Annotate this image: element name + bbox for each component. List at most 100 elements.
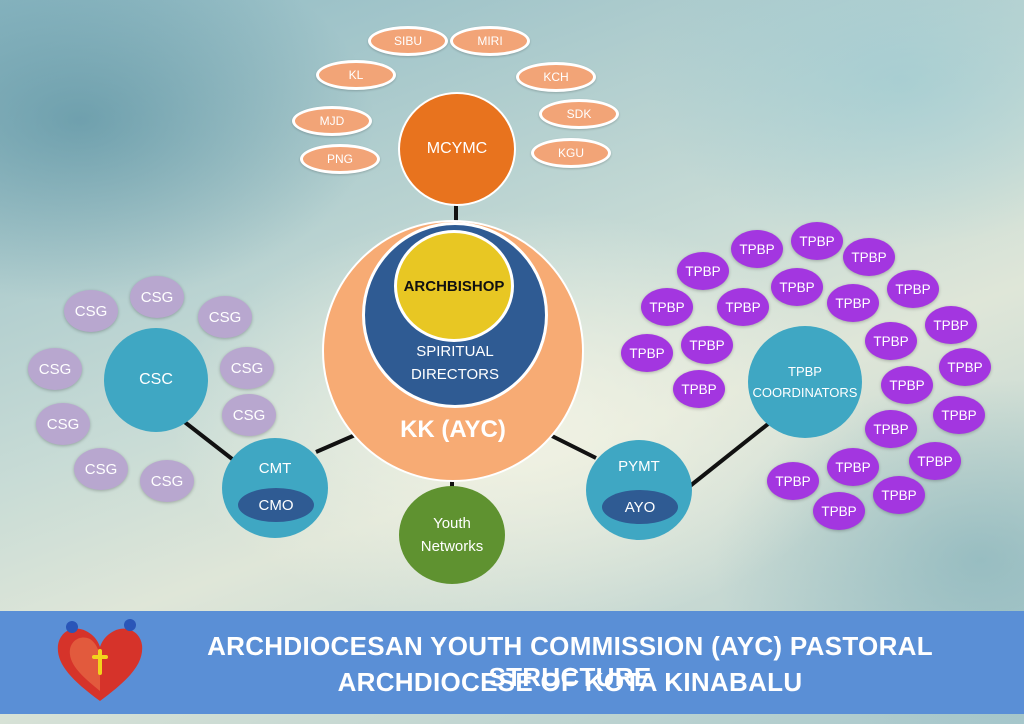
tpbp-node: TPBP [843,238,895,276]
tpbp-node: TPBP [865,322,917,360]
coordinators-line2: COORDINATORS [752,385,858,400]
youth-line1: Youth [433,515,471,532]
tpbp-label: TPBP [821,503,857,519]
tpbp-node: TPBP [767,462,819,500]
csg-label: CSG [230,359,264,377]
diocese-label: PNG [326,152,353,166]
csg-label: CSG [232,406,266,424]
ayc-logo [57,619,143,701]
youth-line2: Networks [420,538,484,555]
csg-node: CSG [130,276,184,318]
connector-pymt-center [543,430,597,460]
mcymc-node: MCYMC [398,92,516,206]
archbishop-label: ARCHBISHOP [403,277,505,295]
diocese-pill: KL [316,60,396,90]
csg-node: CSG [74,448,128,490]
csg-node: CSG [220,347,274,389]
cross-icon [92,649,108,675]
tpbp-label: TPBP [889,377,925,393]
tpbp-label: TPBP [895,281,931,297]
tpbp-label: TPBP [681,381,717,397]
cmt-label: CMT [258,460,292,477]
csg-label: CSG [74,302,108,320]
connector-pymt-coordinators [688,422,770,488]
csg-label: CSG [46,415,80,433]
tpbp-label: TPBP [689,337,725,353]
csg-node: CSG [140,460,194,502]
tpbp-node: TPBP [873,476,925,514]
csg-label: CSG [84,460,118,478]
tpbp-node: TPBP [827,448,879,486]
diocese-label: KCH [543,70,569,84]
tpbp-node: TPBP [827,284,879,322]
diocese-label: SIBU [393,34,422,48]
ayo-label: AYO [624,498,656,516]
diocese-label: KL [348,68,364,82]
footer-title-line1: ARCHDIOCESAN YOUTH COMMISSION (AYC) PAST… [207,631,933,692]
diocese-pill: SIBU [368,26,448,56]
tpbp-node: TPBP [865,410,917,448]
tpbp-label: TPBP [851,249,887,265]
directors-label: DIRECTORS [410,366,500,383]
tpbp-node: TPBP [673,370,725,408]
tpbp-label: TPBP [685,263,721,279]
diocese-pill: MJD [292,106,372,136]
heart-highlight [69,637,100,691]
archbishop-node: ARCHBISHOP [394,230,514,342]
mcymc-label: MCYMC [426,140,488,157]
tpbp-label: TPBP [873,333,909,349]
diocese-pill: PNG [300,144,380,174]
csg-node: CSG [198,296,252,338]
csg-label: CSG [150,472,184,490]
diocese-label: SDK [566,107,592,121]
tpbp-node: TPBP [939,348,991,386]
kk-ayc-label: KK (AYC) [400,416,506,443]
tpbp-label: TPBP [933,317,969,333]
figure-head-left [66,621,78,633]
ayo-node: AYO [602,490,678,524]
cmo-node: CMO [238,488,314,522]
tpbp-label: TPBP [835,459,871,475]
csc-label: CSC [139,371,173,388]
tpbp-label: TPBP [649,299,685,315]
pymt-label: PYMT [618,458,660,475]
footer-title-line2: ARCHDIOCESE OF KOTA KINABALU [337,667,803,697]
tpbp-label: TPBP [629,345,665,361]
tpbp-label: TPBP [779,279,815,295]
tpbp-node: TPBP [677,252,729,290]
coordinators-line1: TPBP [788,364,822,379]
csg-node: CSG [222,394,276,436]
tpbp-node: TPBP [933,396,985,434]
tpbp-label: TPBP [739,241,775,257]
tpbp-node: TPBP [887,270,939,308]
diocese-label: KGU [557,146,584,160]
tpbp-node: TPBP [881,366,933,404]
csg-node: CSG [64,290,118,332]
tpbp-label: TPBP [873,421,909,437]
tpbp-node: TPBP [771,268,823,306]
diocese-pill: KGU [531,138,611,168]
csg-label: CSG [208,308,242,326]
figure-head-right [124,619,136,631]
diocese-pill: MIRI [450,26,530,56]
csg-label: CSG [140,288,174,306]
diocese-pill: SDK [539,99,619,129]
tpbp-label: TPBP [947,359,983,375]
tpbp-label: TPBP [775,473,811,489]
tpbp-node: TPBP [641,288,693,326]
spiritual-label: SPIRITUAL [416,343,494,360]
tpbp-label: TPBP [941,407,977,423]
diocese-label: MJD [319,114,345,128]
csc-node: CSC [104,328,208,432]
csg-node: CSG [36,403,90,445]
csg-node: CSG [28,348,82,390]
connector-csc-cmt [180,418,238,464]
tpbp-coordinators-node: TPBP COORDINATORS [748,326,862,438]
tpbp-node: TPBP [791,222,843,260]
tpbp-node: TPBP [681,326,733,364]
tpbp-node: TPBP [925,306,977,344]
tpbp-label: TPBP [881,487,917,503]
tpbp-node: TPBP [621,334,673,372]
